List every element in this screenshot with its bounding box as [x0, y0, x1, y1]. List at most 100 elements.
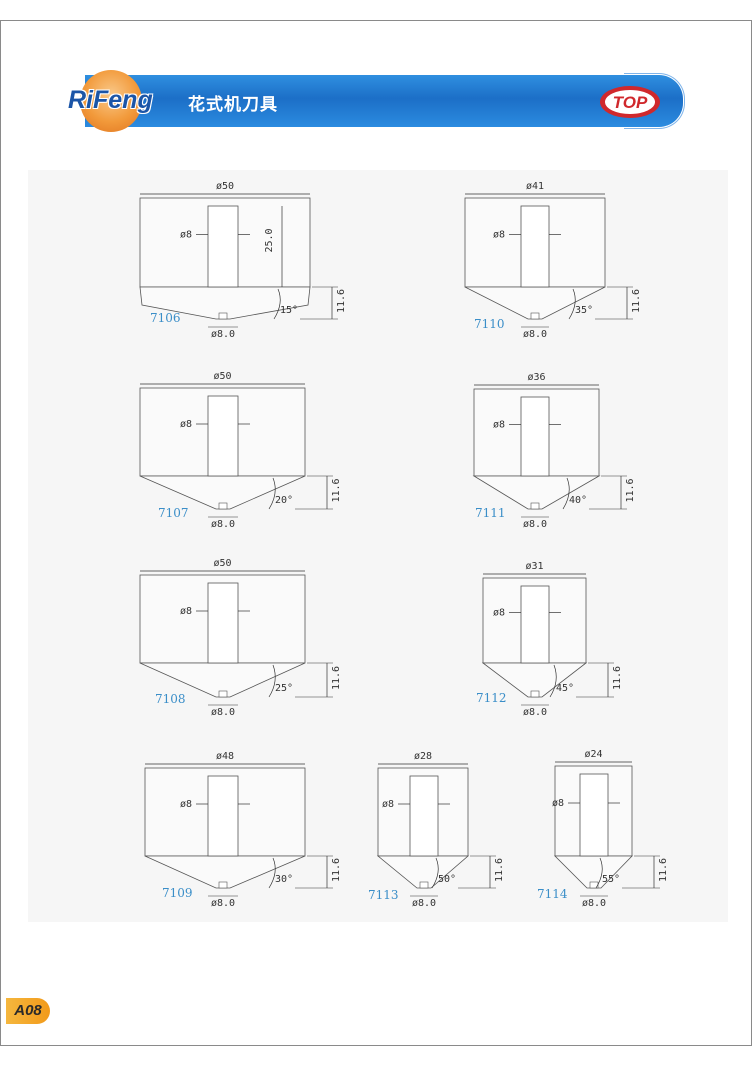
model-number: 7109 — [162, 886, 193, 900]
angle-label: 55° — [602, 874, 620, 885]
tool-tip — [218, 502, 228, 510]
diameter-label: ø48 — [216, 751, 234, 762]
model-number: 7107 — [158, 506, 189, 520]
tool-shank — [207, 582, 239, 664]
header-band — [85, 73, 685, 129]
tool-shank — [520, 205, 550, 288]
tool-cone — [139, 286, 311, 320]
shank-label: ø8 — [180, 799, 192, 810]
model-number: 7112 — [476, 691, 507, 705]
model-number: 7111 — [475, 506, 506, 520]
model-number: 7114 — [537, 887, 568, 901]
tool-cone — [472, 475, 601, 510]
tip-label: ø8.0 — [211, 519, 235, 530]
tip-label: ø8.0 — [523, 707, 547, 718]
tool-shank — [409, 775, 439, 857]
diameter-label: ø50 — [213, 558, 231, 569]
angle-label: 45° — [556, 683, 574, 694]
shank-label: ø8 — [180, 606, 192, 617]
tool-shank — [207, 205, 239, 288]
tool-drawing-7110: ø41 ø8 11.6 35° ø8.0 7110 — [464, 181, 642, 340]
height-label: 11.6 — [331, 858, 342, 882]
tool-drawing-7107: ø50 ø8 11.6 20° ø8.0 7107 — [139, 371, 342, 530]
tool-drawing-7111: ø36 ø8 11.6 40° ø8.0 7111 — [472, 372, 636, 530]
tip-label: ø8.0 — [211, 329, 235, 340]
tool-cone — [144, 855, 306, 889]
model-number: 7108 — [155, 692, 186, 706]
height-label: 11.6 — [331, 666, 342, 690]
tool-tip — [218, 312, 228, 320]
angle-arc — [268, 857, 276, 889]
tool-drawing-7108: ø50 ø8 11.6 25° ø8.0 7108 — [139, 558, 342, 718]
shank-label: ø8 — [180, 230, 192, 241]
tool-shank — [207, 775, 239, 857]
tip-label: ø8.0 — [211, 898, 235, 909]
tool-drawing-7113: ø28 ø8 11.6 50° ø8.0 7113 — [368, 751, 505, 909]
diameter-label: ø24 — [584, 749, 602, 760]
model-number: 7113 — [368, 888, 399, 902]
angle-label: 50° — [438, 874, 456, 885]
tool-drawing-7109: ø48 ø8 11.6 30° ø8.0 7109 — [144, 751, 342, 909]
shank-label: ø8 — [493, 608, 505, 619]
tool-shank — [520, 396, 550, 477]
angle-arc — [595, 857, 603, 889]
tool-tip — [218, 690, 228, 698]
tool-shank — [207, 395, 239, 477]
tip-label: ø8.0 — [582, 898, 606, 909]
shank-label: ø8 — [180, 419, 192, 430]
height-label: 11.6 — [612, 666, 623, 690]
page-frame — [0, 20, 752, 1046]
page-number: A08 — [6, 998, 50, 1024]
height-label: 11.6 — [625, 478, 636, 502]
model-number: 7110 — [474, 317, 505, 331]
tool-cone — [464, 286, 606, 320]
angle-arc — [562, 477, 570, 510]
shank-label: ø8 — [552, 798, 564, 809]
tool-tip — [530, 690, 540, 698]
diameter-label: ø28 — [414, 751, 432, 762]
angle-label: 25° — [275, 683, 293, 694]
angle-arc — [268, 477, 276, 510]
angle-arc — [268, 664, 276, 698]
angle-label: 40° — [569, 495, 587, 506]
tool-tip — [530, 312, 540, 320]
angle-arc — [273, 288, 281, 320]
tip-label: ø8.0 — [211, 707, 235, 718]
height-label: 11.6 — [331, 478, 342, 502]
shank-label: ø8 — [493, 230, 505, 241]
diameter-label: ø31 — [525, 561, 543, 572]
angle-arc — [549, 664, 557, 698]
rifeng-logo-icon — [80, 70, 142, 132]
diameter-label: ø41 — [526, 181, 544, 192]
top-logo-text: TOP — [613, 93, 648, 112]
tip-label: ø8.0 — [412, 898, 436, 909]
angle-label: 30° — [275, 874, 293, 885]
tool-tip — [530, 502, 540, 510]
shank-height-label: 25.0 — [264, 228, 275, 252]
page-title: 花式机刀具 — [188, 95, 278, 114]
tool-cone — [481, 662, 588, 698]
tip-label: ø8.0 — [523, 329, 547, 340]
angle-label: 35° — [575, 305, 593, 316]
height-label: 11.6 — [631, 289, 642, 313]
angle-label: 20° — [275, 495, 293, 506]
tool-tip — [218, 881, 228, 889]
height-label: 11.6 — [336, 289, 347, 313]
tool-cone — [139, 662, 306, 698]
tool-cone — [139, 475, 306, 510]
shank-label: ø8 — [382, 799, 394, 810]
diameter-label: ø50 — [216, 181, 234, 192]
tool-drawing-7112: ø31 ø8 11.6 45° ø8.0 7112 — [476, 561, 623, 718]
shank-label: ø8 — [493, 420, 505, 431]
top-logo-icon: TOP — [600, 86, 660, 118]
tool-drawing-7114: ø24 ø8 11.6 55° ø8.0 7114 — [537, 749, 669, 909]
height-label: 11.6 — [658, 858, 669, 882]
height-label: 11.6 — [494, 858, 505, 882]
tip-label: ø8.0 — [523, 519, 547, 530]
tool-tip — [419, 881, 429, 889]
diameter-label: ø50 — [213, 371, 231, 382]
tool-shank — [520, 585, 550, 664]
diameter-label: ø36 — [527, 372, 545, 383]
